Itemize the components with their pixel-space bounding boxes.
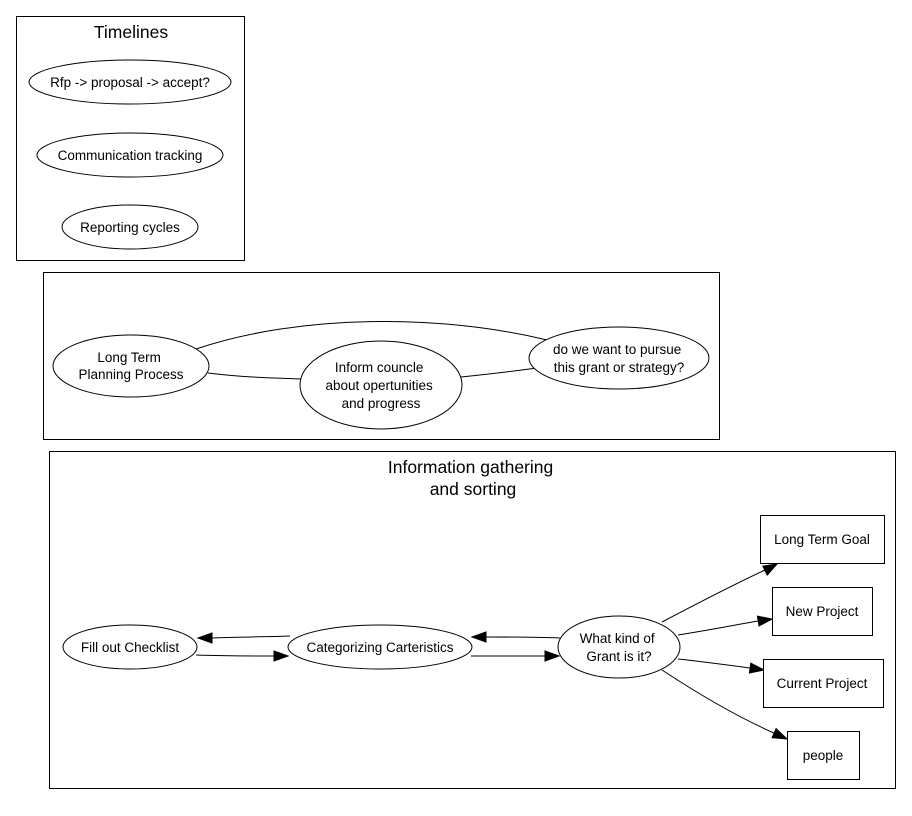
cluster-timelines: Timelines Rfp -> proposal -> accept? Com… — [16, 16, 245, 261]
cluster-info-gathering-frame — [49, 451, 896, 789]
node-long-term-planning-line-1: Long Term — [97, 350, 161, 365]
edge-planning-to-inform — [207, 372, 303, 380]
node-reporting-cycles-label: Reporting cycles — [80, 220, 180, 235]
node-fill-out-checklist: Fill out Checklist — [62, 624, 198, 670]
node-fill-out-checklist-label: Fill out Checklist — [81, 640, 180, 655]
edge-grant-kind-to-categorizing-arrow — [470, 631, 487, 643]
node-categorizing: Categorizing Carteristics — [287, 624, 473, 670]
node-people-label: people — [803, 748, 844, 763]
cluster-planning-frame — [43, 272, 720, 440]
cluster-timelines-frame — [16, 16, 245, 261]
edge-checklist-to-categorizing — [195, 654, 275, 657]
node-long-term-goal: Long Term Goal — [760, 515, 885, 564]
cluster-info-gathering-title-line-2: and sorting — [430, 479, 517, 499]
node-pursue-question-line-1: do we want to pursue — [553, 342, 681, 357]
node-new-project: New Project — [772, 587, 873, 636]
node-categorizing-label: Categorizing Carteristics — [306, 640, 453, 655]
edge-categorizing-to-checklist — [211, 635, 291, 639]
cluster-info-gathering-title: Information gathering and sorting — [388, 457, 558, 499]
edge-grant-kind-to-new-project-arrow — [756, 615, 774, 627]
node-current-project: Current Project — [763, 659, 884, 708]
cluster-timelines-title: Timelines — [94, 22, 168, 42]
node-pursue-question-label: do we want to pursue this grant or strat… — [553, 342, 685, 375]
node-inform-council-line-1: Inform councle — [335, 360, 424, 375]
edge-categorizing-to-grant-kind-arrow — [544, 650, 561, 662]
cluster-info-gathering: Information gathering and sorting Fill o… — [49, 451, 896, 789]
node-grant-kind: What kind of Grant is it? — [557, 615, 681, 679]
node-rfp: Rfp -> proposal -> accept? — [28, 59, 232, 105]
node-grant-kind-label: What kind of Grant is it? — [580, 631, 659, 664]
node-communication-tracking: Communication tracking — [36, 132, 224, 178]
edge-grant-kind-to-categorizing — [485, 636, 561, 639]
cluster-planning: Long Term Planning Process Inform councl… — [43, 272, 720, 440]
node-grant-kind-line-1: What kind of — [580, 631, 655, 646]
node-inform-council-line-3: and progress — [342, 396, 421, 411]
node-people: people — [787, 731, 860, 780]
node-pursue-question: do we want to pursue this grant or strat… — [528, 326, 710, 390]
edge-grant-kind-to-people — [661, 669, 775, 734]
edge-categorizing-to-checklist-arrow — [196, 632, 213, 644]
edge-grant-kind-to-new-project — [677, 620, 759, 636]
node-rfp-label: Rfp -> proposal -> accept? — [50, 75, 210, 90]
edge-checklist-to-categorizing-arrow — [273, 650, 290, 662]
cluster-info-gathering-title-line-1: Information gathering — [388, 457, 553, 477]
edge-grant-kind-to-long-term-goal — [661, 569, 766, 623]
node-long-term-planning-line-2: Planning Process — [78, 367, 183, 382]
node-inform-council-label: Inform councle about opertunities and pr… — [325, 360, 436, 411]
edge-grant-kind-to-current-project-arrow — [748, 662, 766, 674]
edge-grant-kind-to-current-project — [677, 658, 751, 669]
node-long-term-goal-label: Long Term Goal — [774, 532, 870, 547]
edge-grant-kind-to-long-term-goal-arrow — [762, 563, 779, 576]
node-long-term-planning: Long Term Planning Process — [52, 334, 210, 398]
node-inform-council: Inform councle about opertunities and pr… — [299, 340, 463, 430]
edge-inform-to-pursue — [460, 367, 538, 378]
node-grant-kind-line-2: Grant is it? — [586, 649, 651, 664]
node-new-project-label: New Project — [786, 604, 859, 619]
node-current-project-label: Current Project — [777, 676, 868, 691]
node-reporting-cycles: Reporting cycles — [61, 204, 199, 250]
edge-grant-kind-to-people-arrow — [771, 727, 789, 740]
node-long-term-planning-label: Long Term Planning Process — [78, 350, 183, 382]
node-inform-council-line-2: about opertunities — [325, 378, 433, 393]
node-communication-tracking-label: Communication tracking — [58, 148, 203, 163]
edge-planning-to-pursue — [195, 321, 548, 350]
node-pursue-question-line-2: this grant or strategy? — [554, 360, 685, 375]
